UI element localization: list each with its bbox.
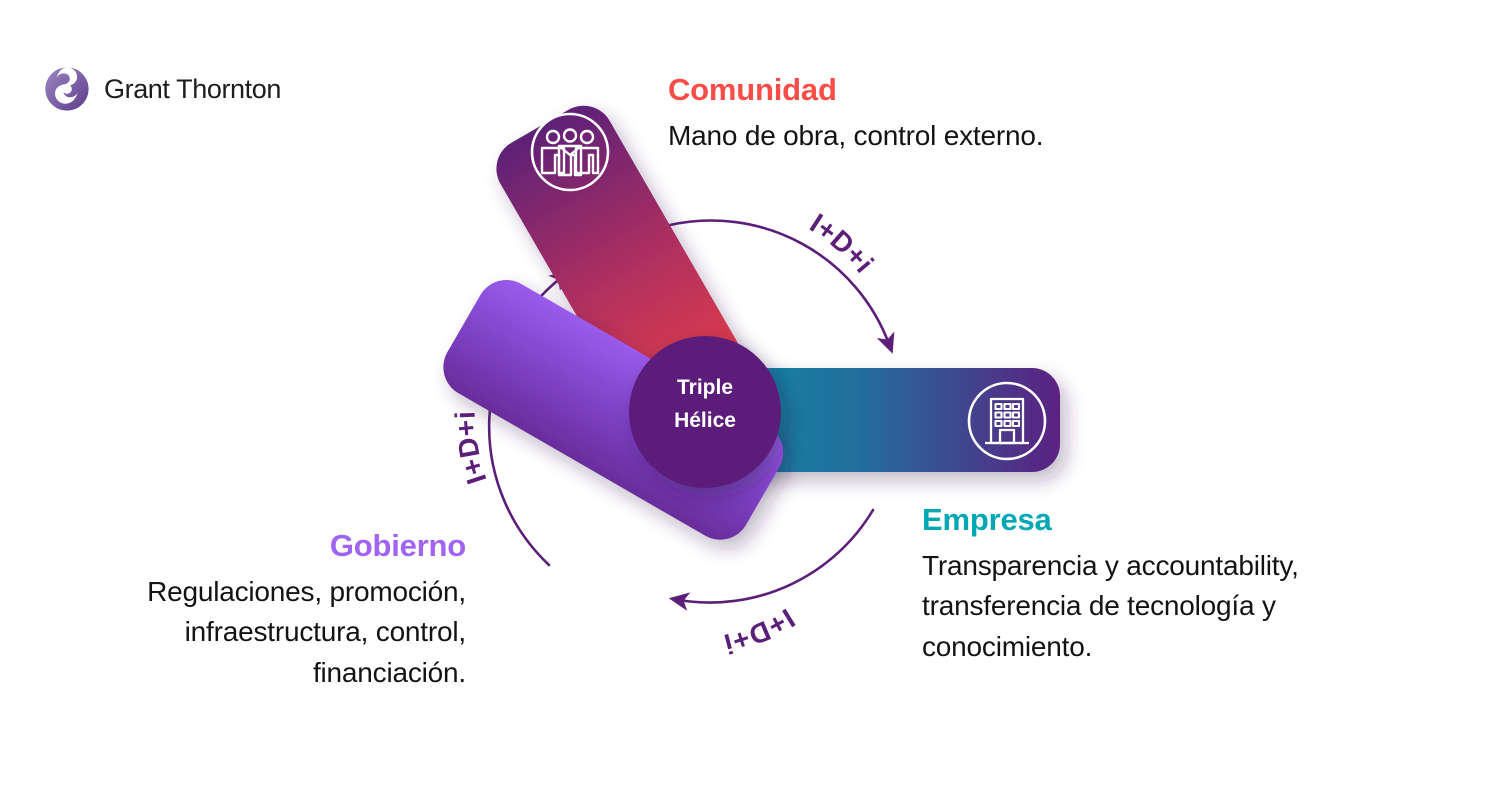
arc-bottom xyxy=(668,508,875,611)
arc-label-bottom: I+D+i xyxy=(721,603,801,660)
center-hub[interactable] xyxy=(629,336,781,488)
center-hub-circle[interactable] xyxy=(629,336,781,488)
brand-logo-text: Grant Thornton xyxy=(104,73,282,104)
icon-ring xyxy=(967,381,1047,461)
section-empresa-body-line3: conocimiento. xyxy=(922,630,1093,662)
section-empresa-body-line2: transferencia de tecnología y xyxy=(922,590,1276,622)
section-empresa-title: Empresa xyxy=(922,502,1052,537)
section-gobierno-body-line1: Regulaciones, promoción, xyxy=(147,575,466,607)
arc-label-top-right: I+D+i xyxy=(805,207,880,279)
section-gobierno-title: Gobierno xyxy=(329,528,466,563)
icon-ring xyxy=(530,112,610,192)
section-comunidad-title: Comunidad xyxy=(668,72,837,107)
section-gobierno: Gobierno Regulaciones, promoción, infrae… xyxy=(30,528,466,693)
government-capitol-icon xyxy=(531,632,589,685)
arc-label-left: I+D+i xyxy=(450,410,493,488)
office-building-icon xyxy=(985,397,1029,445)
blade-empresa-body[interactable] xyxy=(700,368,1060,472)
section-empresa: Empresa Transparencia y accountability, … xyxy=(922,502,1462,667)
blade-gobierno-icon-group xyxy=(520,622,600,702)
arc-top-right xyxy=(668,219,895,354)
section-empresa-body-line1: Transparencia y accountability, xyxy=(922,549,1299,581)
blade-empresa[interactable] xyxy=(700,368,1060,472)
blade-empresa-icon-group xyxy=(967,381,1047,461)
section-comunidad-body: Mano de obra, control externo. xyxy=(668,119,1044,151)
grant-thornton-swirl-icon xyxy=(45,67,89,111)
section-comunidad: Comunidad Mano de obra, control externo. xyxy=(668,72,1228,156)
blade-comunidad-icon-group xyxy=(530,112,610,192)
section-gobierno-body-line3: financiación. xyxy=(312,656,466,688)
brand-logo: Grant Thornton xyxy=(44,66,281,112)
icon-ring xyxy=(520,622,600,702)
group-of-people-icon xyxy=(540,128,600,177)
section-gobierno-body-line2: infraestructura, control, xyxy=(184,616,467,648)
